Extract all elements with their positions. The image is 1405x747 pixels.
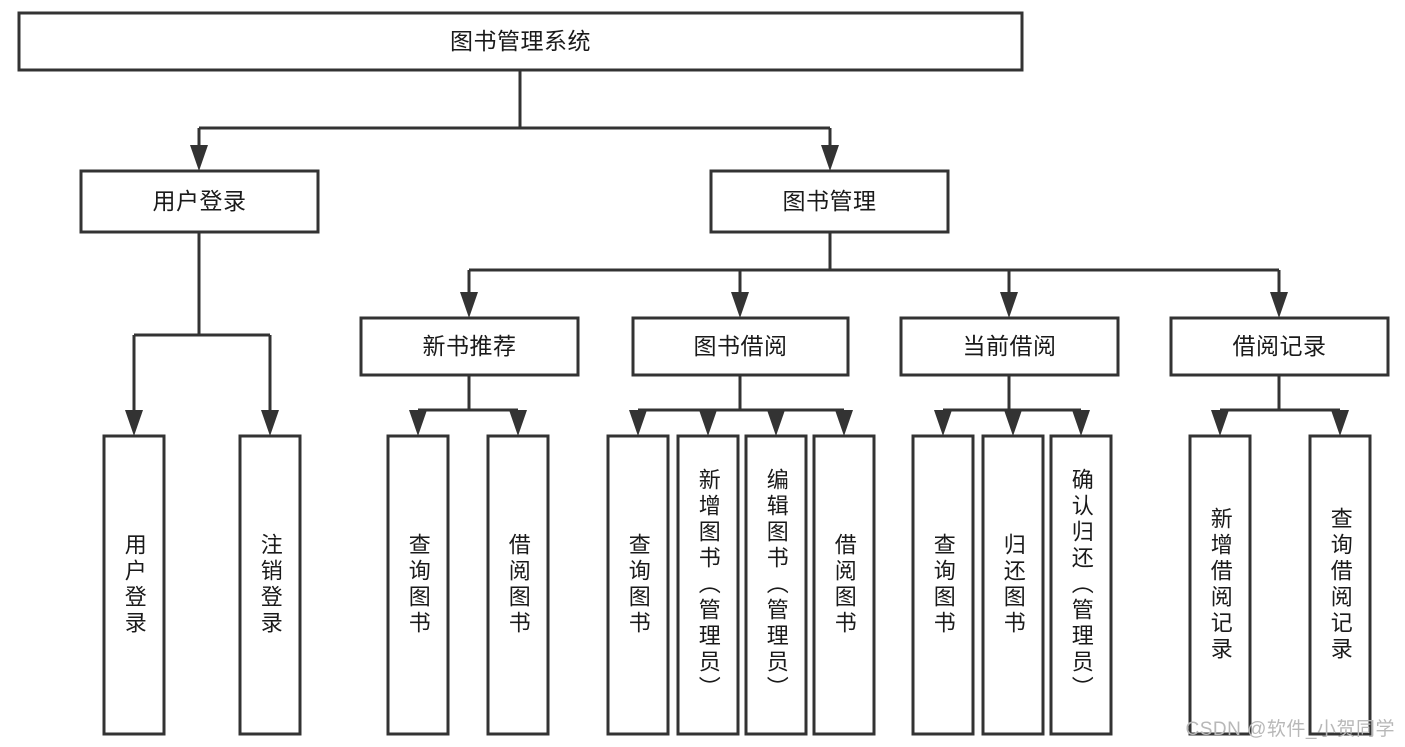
node-box-leaf_3[interactable] [486, 434, 550, 736]
node-box-root[interactable] [17, 11, 1024, 72]
node-box-leaf_0[interactable] [102, 434, 166, 736]
edge-l3_1-to-leaves [629, 375, 853, 436]
node-box-leaf_2[interactable] [386, 434, 450, 736]
node-box-l3_1[interactable] [631, 316, 850, 377]
node-box-leaf_7[interactable] [812, 434, 876, 736]
edge-l3_3-to-leaves [1211, 375, 1349, 436]
node-box-leaf_6[interactable] [744, 434, 808, 736]
node-box-leaf_5[interactable] [676, 434, 740, 736]
node-box-l3_0[interactable] [359, 316, 580, 377]
edge-l3_2-to-leaves [934, 375, 1090, 436]
node-box-l3_3[interactable] [1169, 316, 1390, 377]
node-box-l2_0[interactable] [79, 169, 320, 234]
edge-root-to-level2 [190, 70, 839, 171]
node-box-l2_1[interactable] [709, 169, 950, 234]
node-box-leaf_10[interactable] [1049, 434, 1113, 736]
edge-l2_1-to-level3 [460, 232, 1288, 318]
edge-l2_0-to-leaves [125, 232, 279, 436]
edge-l3_0-to-leaves [409, 375, 527, 436]
node-box-leaf_11[interactable] [1188, 434, 1252, 736]
node-box-leaf_12[interactable] [1308, 434, 1372, 736]
node-box-leaf_8[interactable] [911, 434, 975, 736]
node-box-leaf_1[interactable] [238, 434, 302, 736]
watermark-text: CSDN @软件_小贺同学 [1185, 719, 1395, 740]
node-box-leaf_9[interactable] [981, 434, 1045, 736]
node-box-l3_2[interactable] [899, 316, 1120, 377]
node-box-leaf_4[interactable] [606, 434, 670, 736]
